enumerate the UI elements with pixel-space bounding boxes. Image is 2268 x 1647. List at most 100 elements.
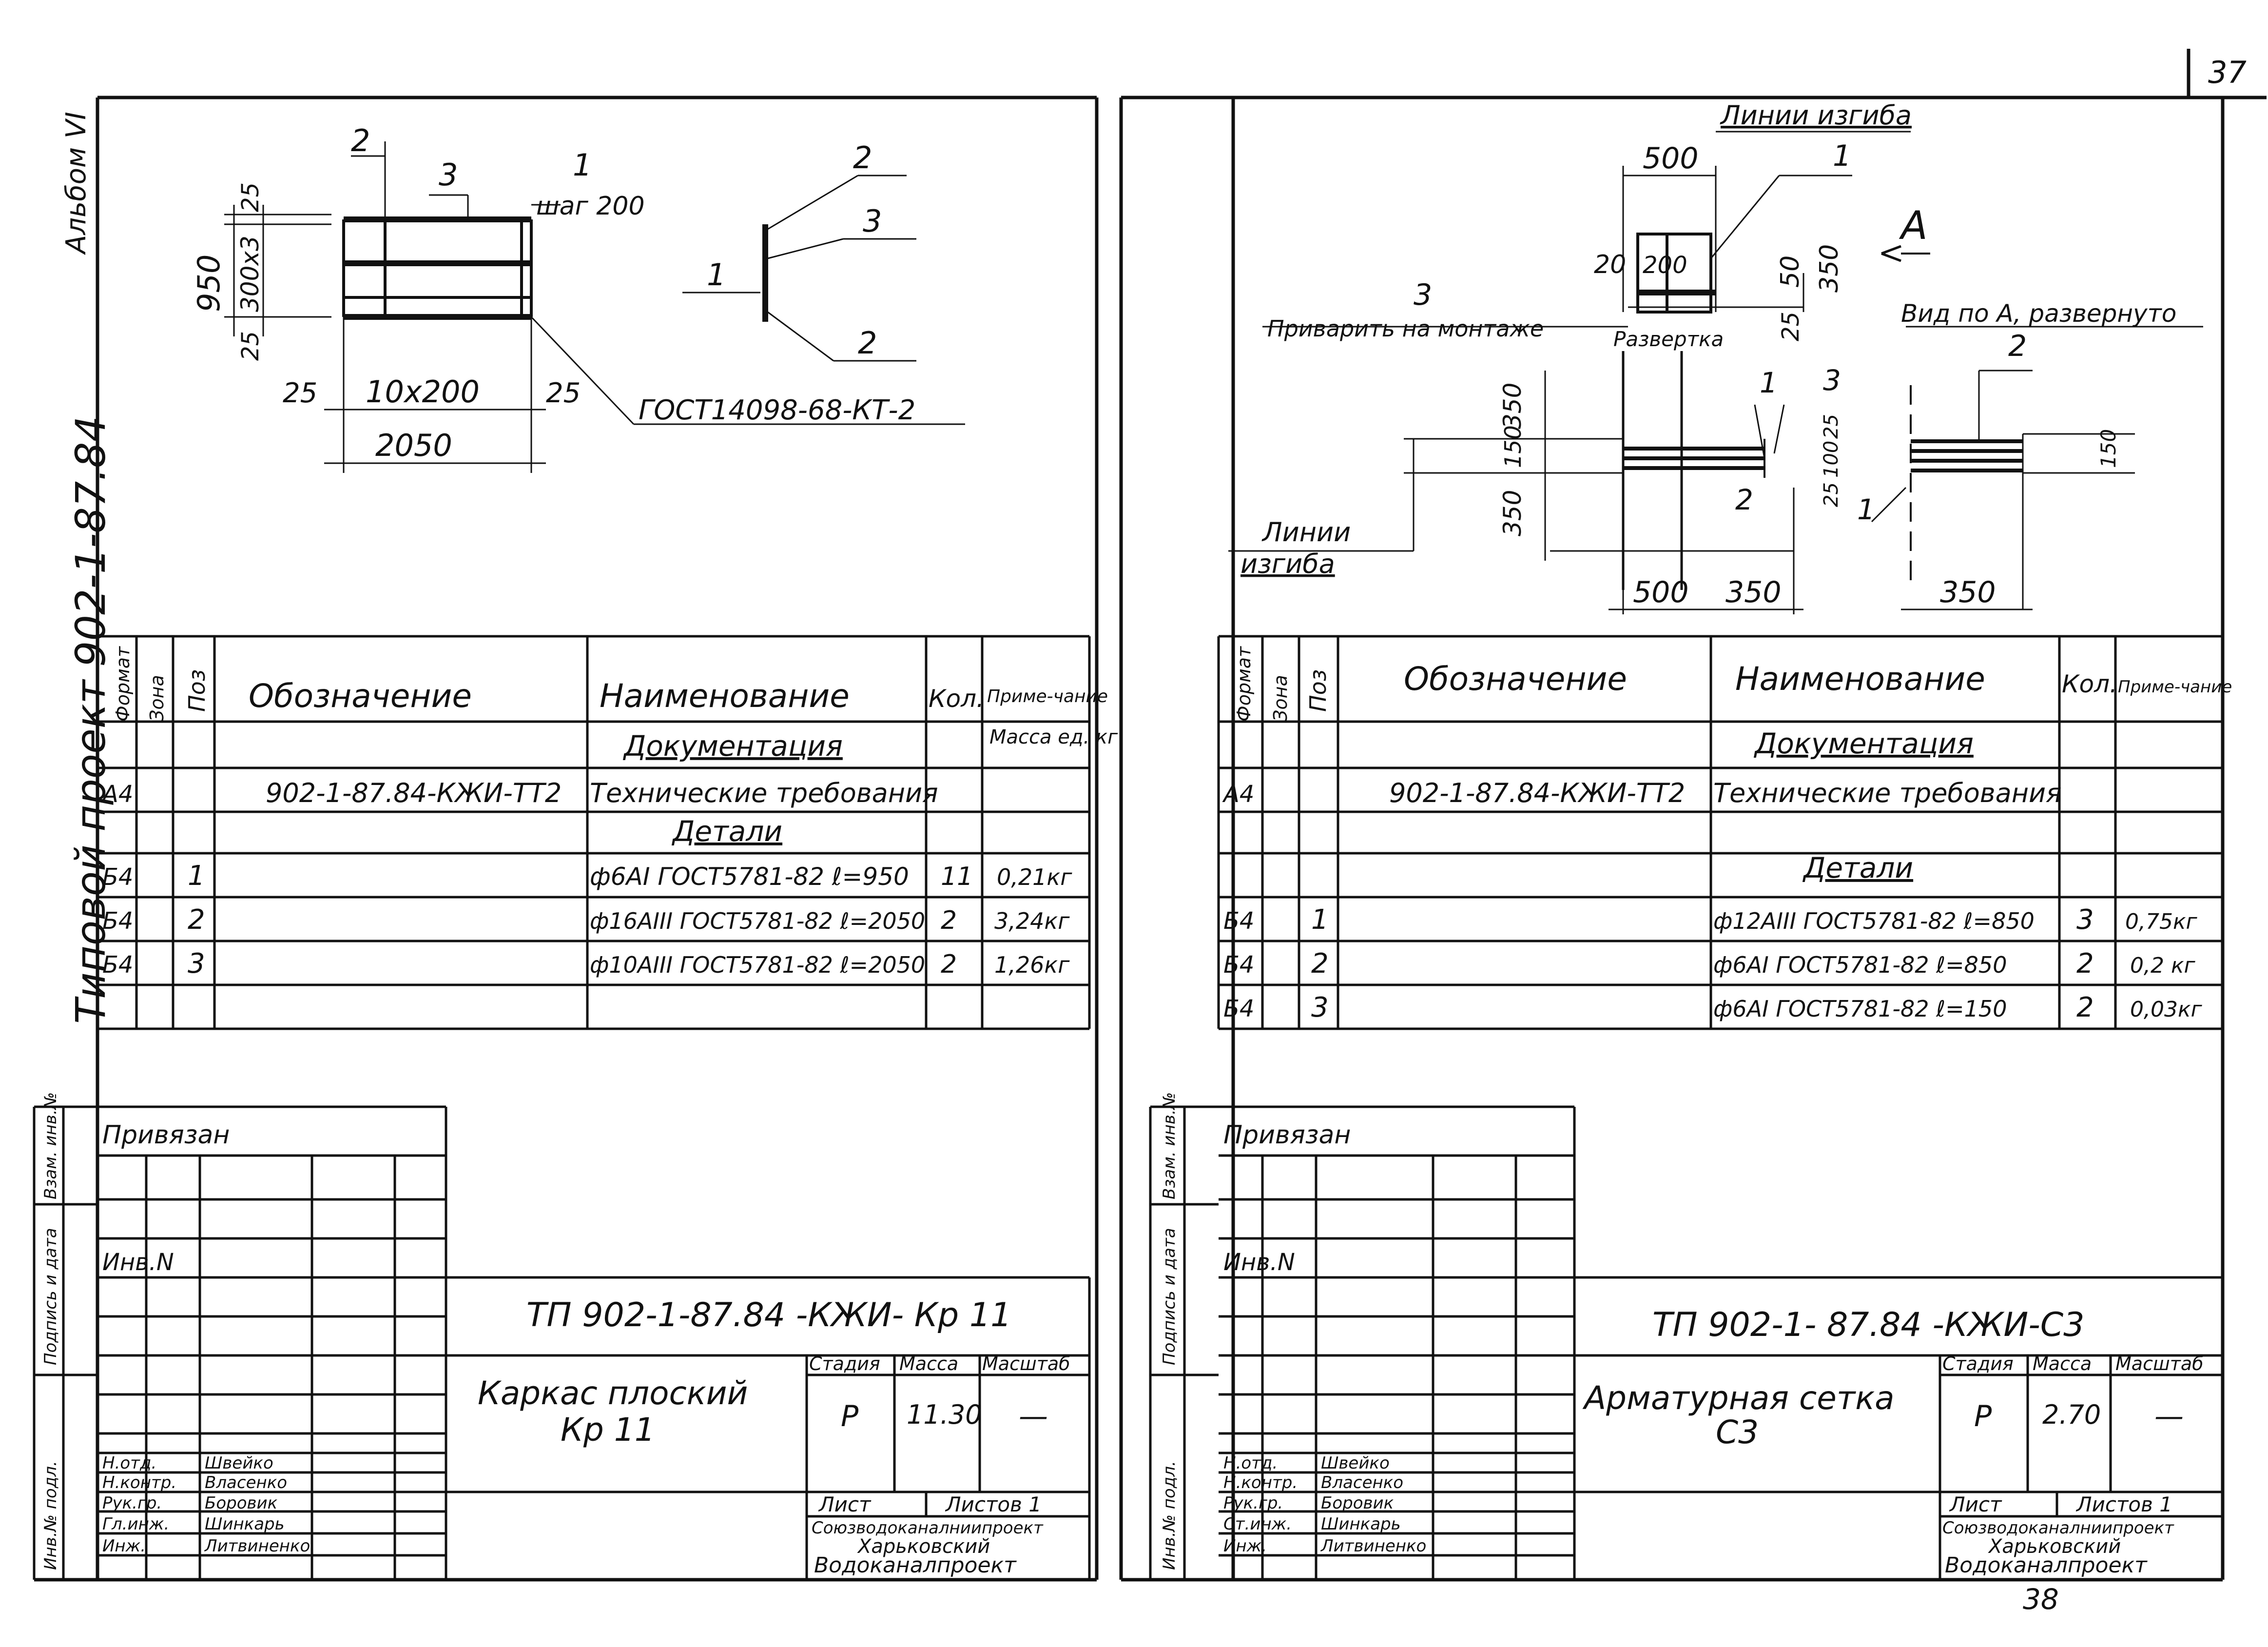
right-label-1b: 1: [1857, 493, 1875, 526]
left-r2-name: ф16АIII ГОСТ5781-82 ℓ=2050: [590, 908, 925, 934]
left-sheets-label: Листов 1: [945, 1492, 1042, 1516]
right-d20: 20: [1594, 250, 1626, 279]
left-dim-25a: 25: [237, 182, 264, 212]
right-d150b: 150: [2096, 429, 2120, 468]
right-role-0: Н.отд.: [1223, 1453, 1278, 1473]
left-title-1: Каркас плоский: [478, 1374, 748, 1412]
right-bend-bottom-1: Линии: [1261, 517, 1351, 548]
right-pos-2: 2: [2008, 329, 2027, 363]
left-gost-note: ГОСТ14098-68-КТ-2: [639, 394, 915, 426]
series-label: Типовой проект 902-1-87.84: [67, 416, 115, 1024]
left-dim-950: 950: [191, 255, 227, 312]
left-r1-pos: 1: [188, 860, 205, 892]
left-h-format: Формат: [112, 646, 134, 722]
left-sec-2b: 2: [858, 325, 877, 361]
left-name-3: Шинкарь: [205, 1514, 285, 1534]
right-r3-qty: 2: [2076, 992, 2094, 1023]
page-number-bottom: 38: [2023, 1583, 2059, 1616]
right-spec-table: [1217, 635, 2223, 1030]
left-dim-25d: 25: [546, 377, 581, 409]
left-details-heading: Детали: [671, 815, 782, 848]
right-scale-label: Масштаб: [2115, 1353, 2204, 1374]
right-stamp-text: Привязан Инв.N ТП 902-1- 87.84 -КЖИ-С3 А…: [1223, 1120, 2204, 1578]
right-stamp: [1219, 1105, 2223, 1580]
right-stage-label: Стадия: [1942, 1353, 2014, 1374]
right-label-2: 2: [1735, 483, 1753, 516]
left-side-label-inv: Инв.№ подл.: [41, 1461, 60, 1570]
left-name-4: Литвиненко: [204, 1536, 310, 1556]
right-role-3: Ст.инж.: [1223, 1514, 1292, 1534]
right-view-note: Вид по А, развернуто: [1901, 299, 2176, 328]
left-r3-fmt: Б4: [102, 951, 133, 979]
left-scale: —: [1019, 1399, 1048, 1433]
right-bend-top: Линии изгиба: [1720, 100, 1912, 131]
left-h-name: Наименование: [600, 677, 850, 715]
right-r2-qty: 2: [2076, 948, 2094, 980]
right-dim-500: 500: [1643, 141, 1699, 176]
left-side-label-repl: Взам. инв.№: [41, 1092, 60, 1199]
right-h-note: Приме-чание: [2118, 677, 2232, 697]
right-mass: 2.70: [2042, 1399, 2101, 1430]
left-sec-1: 1: [707, 257, 726, 293]
left-drawing-labels: 2 3 1 шаг 200 25 950 300х3 25 25 10х200 …: [191, 123, 915, 463]
left-r1-fmt: Б4: [102, 863, 133, 891]
right-mass-label: Масса: [2033, 1353, 2092, 1374]
right-d50: 50: [1776, 255, 1805, 288]
left-dim-25b: 25: [237, 331, 264, 361]
left-r1-name: ф6АI ГОСТ5781-82 ℓ=950: [590, 863, 909, 891]
left-org-1: Союзводоканалниипроект: [812, 1518, 1044, 1538]
left-r1-note: 0,21кг: [997, 864, 1072, 890]
right-r3-note: 0,03кг: [2130, 997, 2203, 1022]
left-r3-qty: 2: [941, 950, 957, 979]
left-linked: Привязан: [102, 1120, 230, 1150]
left-role-2: Рук.гр.: [102, 1493, 162, 1513]
right-r3-fmt: Б4: [1223, 995, 1254, 1022]
left-r2-qty: 2: [941, 906, 957, 935]
right-side-label-repl: Взам. инв.№: [1160, 1092, 1179, 1199]
right-tt2-name: Технические требования: [1713, 778, 2062, 808]
right-org-1: Союзводоканалниипроект: [1942, 1518, 2174, 1538]
right-tt2-code: 902-1-87.84-КЖИ-ТТ2: [1389, 778, 1685, 808]
right-scale: —: [2154, 1399, 2184, 1433]
right-stamp-code: ТП 902-1- 87.84 -КЖИ-С3: [1652, 1306, 2085, 1344]
page-number-top: 37: [2208, 55, 2247, 90]
left-stage: Р: [841, 1399, 859, 1433]
right-fmt-a4: А4: [1222, 781, 1254, 808]
right-d350: 350: [1815, 244, 1844, 293]
left-r2-fmt: Б4: [102, 907, 133, 935]
right-org-3: Водоканалпроект: [1945, 1553, 2148, 1578]
right-org-2: Харьковский: [1988, 1535, 2121, 1558]
right-h-qty: Кол.: [2062, 670, 2117, 698]
left-tt2-code: 902-1-87.84-КЖИ-ТТ2: [266, 778, 562, 808]
right-r2-note: 0,2 кг: [2130, 953, 2196, 978]
right-r1-pos: 1: [1311, 904, 1329, 936]
left-role-1: Н.контр.: [102, 1473, 176, 1492]
left-pos-2: 2: [351, 123, 370, 158]
left-stamp-code: ТП 902-1-87.84 -КЖИ- Кр 11: [526, 1296, 1011, 1334]
left-tt2-name: Технические требования: [590, 778, 938, 808]
right-r2-fmt: Б4: [1223, 951, 1254, 979]
left-pos-1: 1: [573, 147, 592, 183]
right-h-name: Наименование: [1735, 660, 1985, 698]
left-name-2: Боровик: [205, 1493, 278, 1513]
right-d25: 25: [1777, 312, 1804, 341]
left-r3-pos: 3: [188, 948, 205, 980]
left-name-1: Власенко: [205, 1473, 287, 1492]
right-label-1: 1: [1760, 366, 1778, 399]
left-r1-qty: 11: [941, 862, 973, 891]
right-h-designation: Обозначение: [1404, 660, 1627, 698]
right-bottom-500: 500: [1633, 575, 1689, 609]
right-spec-text: Формат Зона Поз Обозначение Наименование…: [1222, 646, 2232, 1023]
left-h-designation: Обозначение: [249, 677, 472, 715]
left-h-note: Приме-чание: [987, 686, 1108, 706]
right-d350c: 350: [1498, 490, 1527, 536]
right-unfold: Развертка: [1613, 327, 1724, 351]
left-sheet-label: Лист: [818, 1492, 872, 1516]
right-weld-note: Приварить на монтаже: [1267, 315, 1544, 342]
sheet-frames: [34, 49, 2267, 1582]
right-r1-fmt: Б4: [1223, 907, 1254, 935]
right-r3-pos: 3: [1311, 992, 1329, 1023]
right-h-zone: Зона: [1270, 675, 1291, 722]
left-role-4: Инж.: [102, 1536, 146, 1556]
right-h-format: Формат: [1233, 646, 1255, 722]
